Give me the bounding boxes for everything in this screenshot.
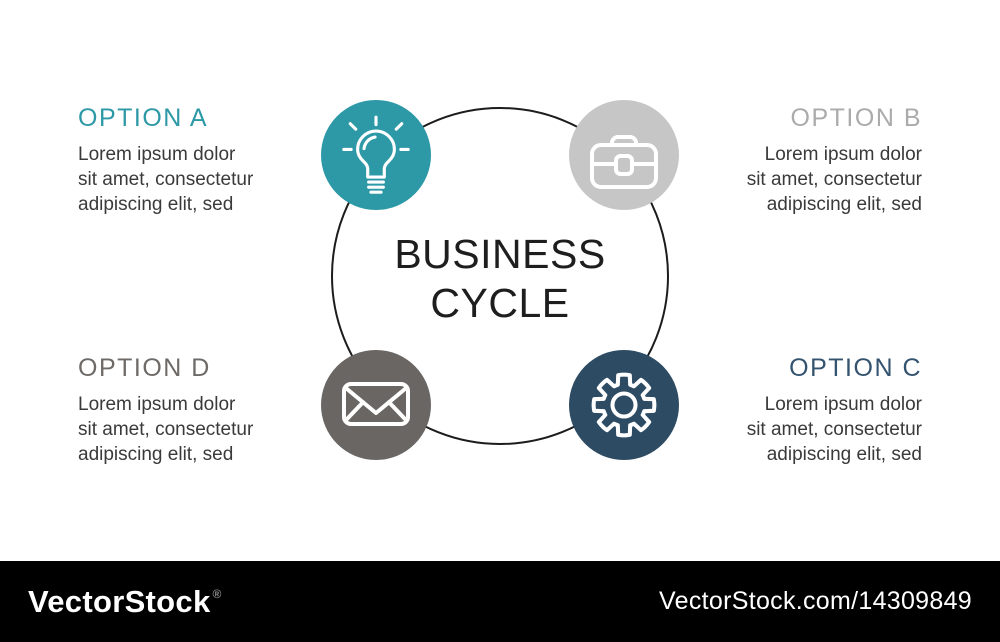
briefcase-icon — [590, 135, 658, 189]
option-a-text-line: Lorem ipsum dolor — [78, 144, 236, 165]
option-b-text-line: sit amet, consectetur — [746, 169, 922, 190]
option-a-block: OPTION A Lorem ipsum dolor sit amet, con… — [78, 104, 358, 217]
gear-icon — [591, 372, 657, 438]
watermark-bar: VectorStock ® VectorStock.com/14309849 — [0, 561, 1000, 642]
option-d-block: OPTION D Lorem ipsum dolor sit amet, con… — [78, 354, 358, 467]
option-d-text-line: adipiscing elit, sed — [78, 444, 234, 465]
option-c-label: OPTION C — [789, 354, 922, 382]
cycle-diagram — [321, 100, 679, 460]
option-c-text-line: Lorem ipsum dolor — [764, 394, 922, 415]
option-c-circle — [569, 350, 679, 460]
option-c-block: OPTION C Lorem ipsum dolor sit amet, con… — [642, 354, 922, 467]
option-b-text-line: adipiscing elit, sed — [766, 194, 922, 215]
option-a-circle — [321, 100, 431, 210]
lightbulb-icon — [342, 115, 410, 194]
option-d-text-line: sit amet, consectetur — [78, 419, 254, 440]
option-a-text-line: adipiscing elit, sed — [78, 194, 234, 215]
option-b-block: OPTION B Lorem ipsum dolor sit amet, con… — [642, 104, 922, 217]
option-c-text-line: adipiscing elit, sed — [766, 444, 922, 465]
option-c-text-line: sit amet, consectetur — [746, 419, 922, 440]
option-b-label: OPTION B — [790, 104, 922, 132]
registered-mark: ® — [212, 586, 222, 601]
infographic-canvas: BUSINESS CYCLE OPTION A Lorem ipsum dolo… — [0, 100, 1000, 467]
watermark-url: VectorStock.com/14309849 — [659, 587, 972, 615]
envelope-icon — [342, 382, 410, 426]
option-a-label: OPTION A — [78, 104, 209, 132]
option-b-circle — [569, 100, 679, 210]
option-b-text-line: Lorem ipsum dolor — [764, 144, 922, 165]
option-a-text-line: sit amet, consectetur — [78, 169, 254, 190]
cycle-ring — [331, 107, 669, 445]
vectorstock-logo-text: VectorStock — [28, 583, 211, 619]
option-d-label: OPTION D — [78, 354, 211, 382]
option-d-text-line: Lorem ipsum dolor — [78, 394, 236, 415]
diagram-title: BUSINESS CYCLE — [0, 230, 1000, 328]
diagram-title-line1: BUSINESS — [394, 231, 606, 277]
vectorstock-logo: VectorStock ® — [28, 584, 222, 620]
option-d-circle — [321, 350, 431, 460]
diagram-title-line2: CYCLE — [430, 280, 570, 326]
